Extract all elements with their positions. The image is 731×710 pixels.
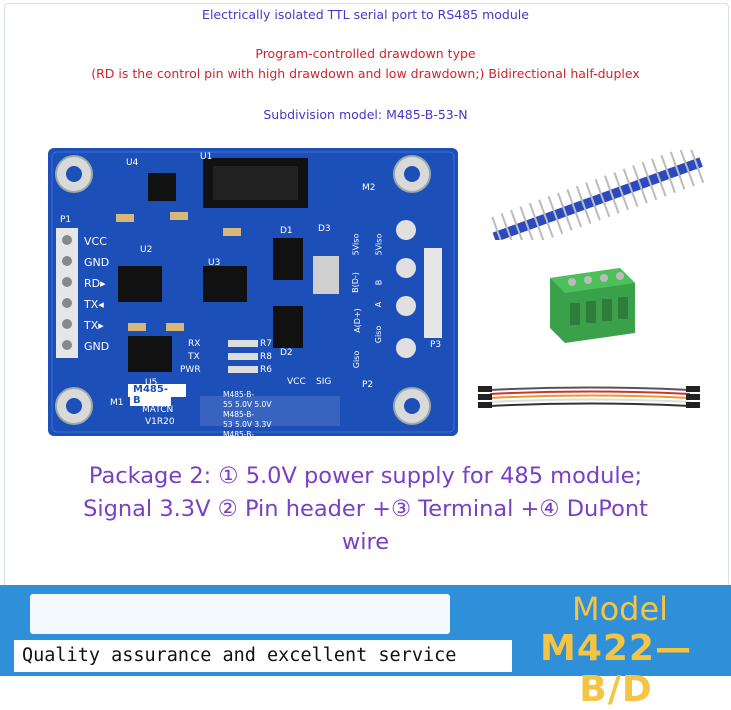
table-header-vcc: VCC [287, 377, 306, 387]
r7-label: R7 [260, 339, 272, 349]
pin-label-tx: TX▸ [84, 319, 104, 332]
p3-label: P3 [430, 340, 442, 350]
terminal-label2-b: B [374, 279, 384, 286]
package-line-2: Signal 3.3V ② Pin header +③ Terminal +④ … [83, 496, 648, 522]
r8-label: R8 [260, 352, 272, 362]
led-rx-label: RX [188, 339, 201, 349]
terminal-block-image [550, 268, 635, 343]
terminal-label2-5viso: 5Viso [374, 233, 384, 256]
p1-label: P1 [60, 215, 72, 225]
table-row: M485-B-33 3.3V 3.3V [223, 430, 272, 449]
terminal-label-a: A(D+) [352, 308, 362, 333]
header-model: Subdivision model: M485-B-53-N [263, 107, 468, 122]
terminal-label2-giso: Giso [374, 325, 384, 344]
decorative-shape [30, 594, 450, 634]
p2-label: P2 [362, 380, 374, 390]
pin-label-gnd2: GND [84, 340, 110, 353]
led-tx-label: TX [188, 352, 200, 362]
r6-label: R6 [260, 365, 272, 375]
package-description: Package 2: ① 5.0V power supply for 485 m… [0, 460, 731, 559]
terminal-label-b: B(D-) [350, 272, 360, 293]
table-row: M485-B-53 5.0V 3.3V [223, 410, 272, 429]
model-table: M485-B-55 5.0V 5.0V M485-B-53 5.0V 3.3V … [223, 390, 271, 450]
model-chip-label: M485-B [130, 384, 171, 406]
quality-slogan: Quality assurance and excellent service [14, 640, 512, 672]
maker-label: MATCN [142, 405, 174, 415]
model-value: M422—B/D [540, 628, 692, 710]
package-line-3: wire [341, 529, 390, 555]
m2-label: M2 [362, 183, 376, 193]
label-u1: U1 [200, 152, 213, 162]
table-header-sig: SIG [316, 377, 332, 387]
led-pwr-label: PWR [180, 365, 201, 375]
table-row: M485-B-55 5.0V 5.0V [223, 390, 272, 409]
d3-label: D3 [318, 224, 331, 234]
package-line-1: Package 2: ① 5.0V power supply for 485 m… [88, 463, 643, 489]
header-subtitle: Program-controlled drawdown type [255, 46, 476, 61]
version-label: V1R20 [145, 417, 175, 427]
terminal-label-5viso: 5Viso [351, 233, 361, 256]
dupont-wire-image [478, 386, 700, 408]
pin-label-rd: RD▸ [84, 277, 106, 290]
model-label: Model [571, 590, 669, 628]
d2-label: D2 [280, 348, 293, 358]
terminal-label-giso: Giso [352, 350, 362, 369]
label-u4: U4 [126, 158, 139, 168]
label-u5: U5 [145, 378, 158, 388]
m1-label: M1 [110, 398, 124, 408]
pin-label-vcc: VCC [84, 235, 107, 248]
pin-header-image [491, 150, 705, 240]
label-u2: U2 [140, 245, 153, 255]
pin-label-rx: TX◂ [84, 298, 104, 311]
header-description: (RD is the control pin with high drawdow… [91, 66, 640, 81]
d1-label: D1 [280, 226, 293, 236]
terminal-label2-a: A [374, 301, 384, 308]
label-u3: U3 [208, 258, 221, 268]
pcb-board [48, 148, 458, 436]
pin-label-gnd: GND [84, 256, 110, 269]
header-title: Electrically isolated TTL serial port to… [202, 7, 529, 22]
